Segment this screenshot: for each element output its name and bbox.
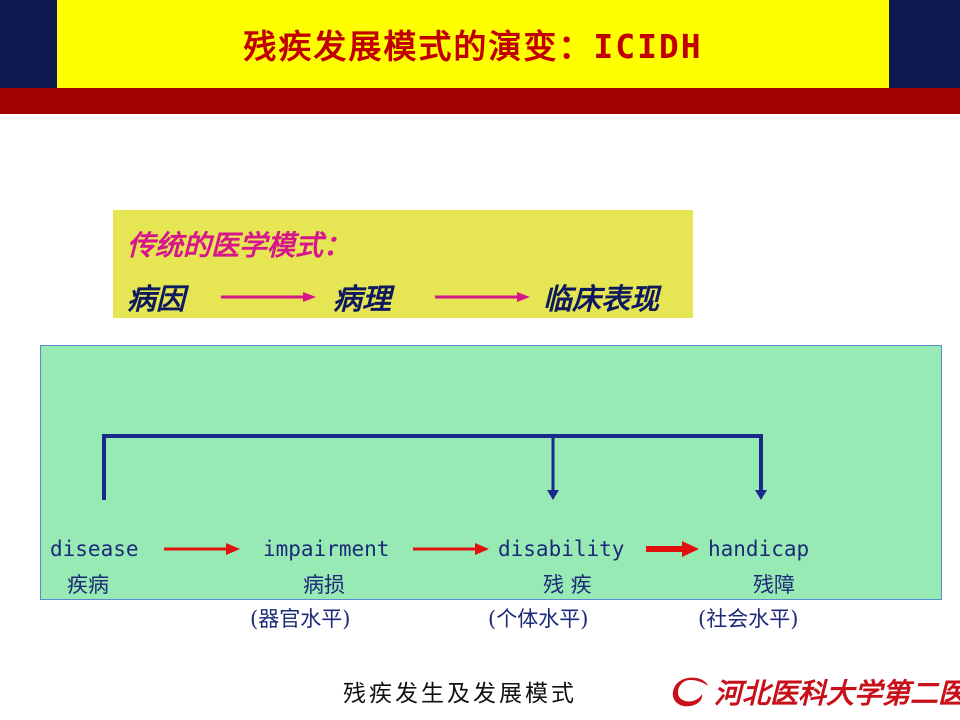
arrow-right-icon <box>164 543 240 555</box>
header-red-band <box>0 88 960 114</box>
step-pathology: 病理 <box>333 282 392 316</box>
step-clinical-manifestation: 临床表现 <box>543 282 660 316</box>
arrow-right-icon <box>413 543 489 555</box>
icidh-model-panel <box>40 345 942 600</box>
arrow-down-icon <box>755 490 767 500</box>
diagram-caption: 残疾发生及发展模式 <box>343 681 577 707</box>
hospital-logo: 河北医科大学第二医院 <box>664 664 960 720</box>
stage-impairment-term: impairment <box>263 537 390 561</box>
logo-text: 河北医科大学第二医院 <box>714 677 960 710</box>
stage-disease-term: disease <box>50 537 139 561</box>
stage-handicap-zh: 残障 <box>753 573 795 597</box>
traditional-model-flow: 病因 病理 临床表现 <box>127 276 693 316</box>
step-cause: 病因 <box>127 282 186 316</box>
stage-disability-term: disability <box>498 537 625 561</box>
stage-disease-zh: 疾病 <box>67 573 109 597</box>
stage-handicap-level: (社会水平) <box>698 607 799 631</box>
arrow-right-icon <box>221 292 316 302</box>
title-banner: 残疾发展模式的演变：ICIDH <box>57 0 889 88</box>
traditional-model-box: 传统的医学模式： 病因 病理 临床表现 <box>113 210 693 318</box>
arrow-right-icon <box>435 292 530 302</box>
logo-emblem-icon <box>672 677 708 707</box>
slide-title: 残疾发展模式的演变：ICIDH <box>243 27 703 66</box>
stage-handicap-term: handicap <box>708 537 810 561</box>
traditional-model-heading: 传统的医学模式： <box>127 229 352 262</box>
arrow-right-icon <box>646 541 699 557</box>
arrow-down-icon <box>547 490 559 500</box>
stage-impairment-zh: 病损 <box>303 573 345 597</box>
stage-disability-level: (个体水平) <box>488 607 589 631</box>
stage-disability-zh: 残 疾 <box>543 573 592 597</box>
stage-impairment-level: (器官水平) <box>250 607 351 631</box>
